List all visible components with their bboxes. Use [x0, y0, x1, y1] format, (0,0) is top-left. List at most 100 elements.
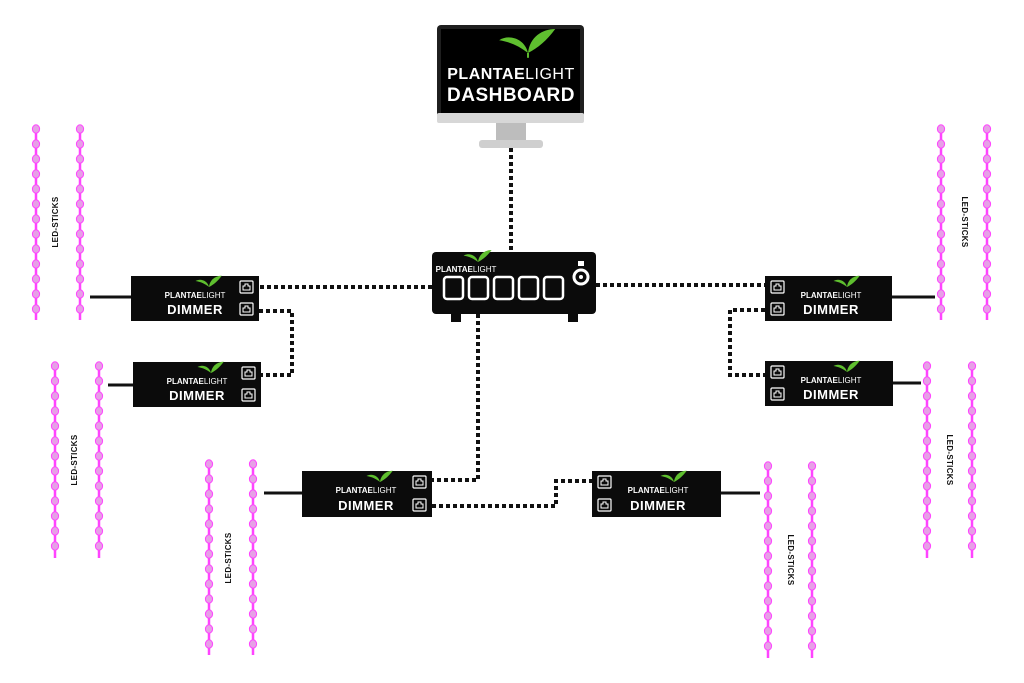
- port-icon: [239, 302, 254, 316]
- led-node: [31, 229, 41, 239]
- led-node: [936, 184, 946, 194]
- led-node: [922, 541, 932, 551]
- dimmer-body: [765, 276, 892, 321]
- led-node: [936, 199, 946, 209]
- led-node: [982, 139, 992, 149]
- led-node: [50, 481, 60, 491]
- led-node: [248, 534, 258, 544]
- dimmer-right-mid: PLANTAELIGHT DIMMER: [765, 360, 893, 406]
- leaf-icon: [463, 250, 492, 262]
- led-node: [94, 541, 104, 551]
- led-node: [204, 459, 214, 469]
- leaf-icon: [833, 360, 860, 372]
- led-node: [204, 489, 214, 499]
- led-node: [248, 579, 258, 589]
- brand-part1: PLANTAE: [447, 66, 525, 83]
- brand-part1: PLANTAE: [165, 291, 203, 300]
- led-node: [50, 391, 60, 401]
- brand-part2: LIGHT: [838, 291, 862, 300]
- led-node: [31, 214, 41, 224]
- led-node: [922, 466, 932, 476]
- led-node: [31, 244, 41, 254]
- led-node: [31, 274, 41, 284]
- led-node: [807, 641, 817, 651]
- led-node: [936, 169, 946, 179]
- hub-port-1: [442, 275, 465, 301]
- brand-part2: LIGHT: [373, 486, 397, 495]
- hub-port-4: [517, 275, 540, 301]
- led-node: [763, 521, 773, 531]
- led-node: [936, 274, 946, 284]
- led-stick: [204, 456, 214, 659]
- led-node: [50, 421, 60, 431]
- led-node: [204, 564, 214, 574]
- hub-foot-right: [568, 314, 578, 322]
- wire-hub-bottom-left: [432, 314, 480, 482]
- led-node: [50, 451, 60, 461]
- led-sticks-left-top: [31, 121, 85, 324]
- led-node: [204, 549, 214, 559]
- led-node: [31, 304, 41, 314]
- led-node: [807, 506, 817, 516]
- port-icon: [412, 498, 427, 512]
- hub-brand: PLANTAELIGHT: [436, 265, 497, 274]
- dimmer-body: [131, 276, 259, 321]
- led-node: [94, 421, 104, 431]
- dimmer-body: [765, 361, 893, 406]
- led-node: [75, 289, 85, 299]
- led-stick: [922, 358, 932, 562]
- led-stick: [967, 358, 977, 562]
- led-node: [50, 436, 60, 446]
- led-node: [94, 526, 104, 536]
- dimmer-brand: PLANTAELIGHT: [165, 291, 226, 300]
- led-stick: [763, 458, 773, 662]
- brand-part1: PLANTAE: [167, 377, 205, 386]
- port-icon: [770, 280, 785, 294]
- led-node: [204, 474, 214, 484]
- led-node: [763, 506, 773, 516]
- led-node: [807, 536, 817, 546]
- data-wires: [259, 148, 765, 508]
- led-node: [248, 519, 258, 529]
- led-node: [248, 624, 258, 634]
- dashboard-monitor: PLANTAELIGHT DASHBOARD: [437, 25, 584, 148]
- led-node: [982, 289, 992, 299]
- led-node: [967, 466, 977, 476]
- led-node: [763, 536, 773, 546]
- led-node: [936, 289, 946, 299]
- dimmer-left-top: PLANTAELIGHT DIMMER: [131, 275, 259, 321]
- led-stick: [248, 456, 258, 659]
- led-node: [763, 611, 773, 621]
- dimmer-brand: PLANTAELIGHT: [801, 291, 862, 300]
- hub-power-ring: [572, 268, 590, 286]
- led-node: [75, 259, 85, 269]
- port-icon: [770, 365, 785, 379]
- port-icon: [597, 475, 612, 489]
- led-node: [248, 474, 258, 484]
- led-node: [982, 229, 992, 239]
- led-node: [50, 496, 60, 506]
- wire-left-top-left-mid: [259, 309, 294, 377]
- led-node: [75, 184, 85, 194]
- led-node: [94, 496, 104, 506]
- led-sticks-bottom-left: [204, 456, 258, 659]
- led-stick: [31, 121, 41, 324]
- led-node: [75, 274, 85, 284]
- led-sticks-label: LED-STICKS: [51, 196, 60, 247]
- led-stick: [50, 358, 60, 562]
- led-node: [204, 609, 214, 619]
- led-node: [94, 361, 104, 371]
- brand-part2: LIGHT: [473, 265, 497, 274]
- brand-part2: LIGHT: [204, 377, 228, 386]
- led-node: [94, 511, 104, 521]
- monitor-base: [479, 140, 543, 148]
- led-node: [94, 451, 104, 461]
- led-node: [75, 229, 85, 239]
- led-node: [763, 581, 773, 591]
- led-node: [922, 496, 932, 506]
- led-node: [50, 526, 60, 536]
- led-node: [75, 244, 85, 254]
- led-node: [922, 436, 932, 446]
- leaf-icon: [833, 275, 860, 287]
- port-icon: [770, 302, 785, 316]
